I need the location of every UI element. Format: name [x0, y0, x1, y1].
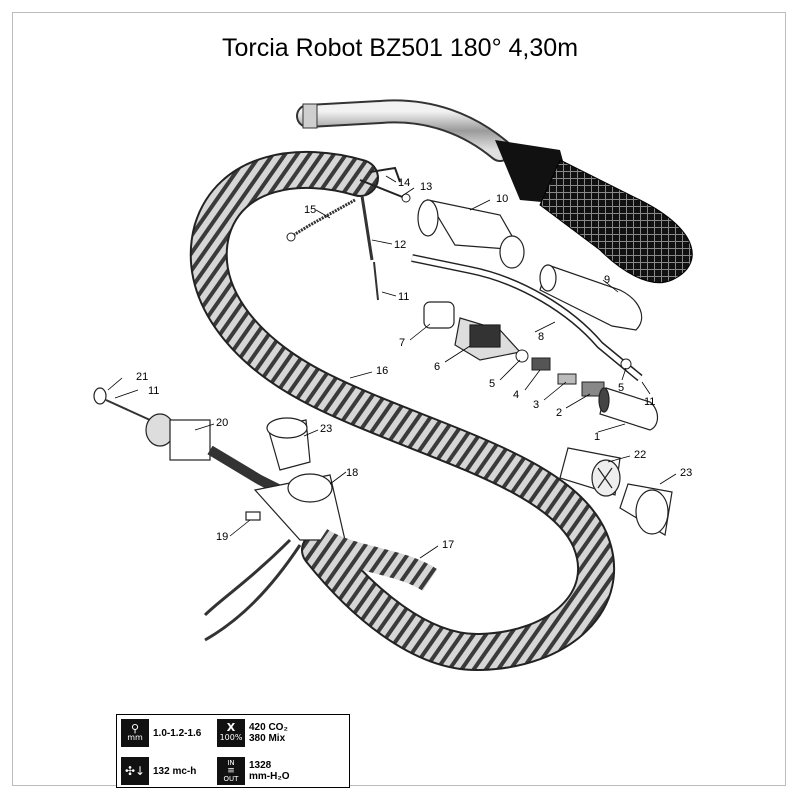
part-10-adapter [417, 199, 525, 269]
callout-17: 17 [442, 539, 454, 551]
callout-1: 1 [594, 431, 600, 443]
spec-wire-diameter-value: 1.0-1.2-1.6 [153, 727, 202, 739]
spec-table: ⚲ mm 1.0-1.2-1.6 X 100% 420 CO₂ 380 Mix … [116, 714, 350, 788]
part-7-insulator [423, 301, 455, 329]
part-23-cone-left [266, 417, 311, 471]
part-3-contact-tip [557, 373, 577, 385]
callout-5b: 5 [618, 382, 624, 394]
page-title: Torcia Robot BZ501 180° 4,30m [221, 34, 579, 62]
callout-20: 20 [216, 417, 228, 429]
callout-2: 2 [556, 407, 562, 419]
leader-lines [107, 175, 677, 559]
callout-22: 22 [634, 449, 646, 461]
callout-19: 19 [216, 531, 228, 543]
part-23-cone-right [619, 483, 673, 536]
part-9-sleeve [539, 264, 643, 331]
part-20-fitting [145, 413, 211, 461]
callout-7: 7 [399, 337, 405, 349]
callout-13: 13 [420, 181, 432, 193]
spec-duty-cycle-mix: 380 Mix [249, 733, 286, 744]
page-frame [12, 12, 786, 786]
spec-pressure: IN ≡ OUT 1328 mm-H₂O [217, 756, 290, 786]
torch-handle-grip [539, 159, 693, 284]
fan-airflow-icon: ✣↓ [121, 757, 149, 785]
callout-12: 12 [394, 239, 406, 251]
callout-11-right: 11 [644, 396, 655, 408]
spec-pressure-unit: mm-H₂O [249, 771, 290, 782]
part-21-connector [93, 387, 107, 405]
callout-21: 21 [136, 371, 148, 383]
loose-wires [203, 538, 302, 642]
part-12-wire [360, 195, 374, 261]
callout-23-left: 23 [320, 423, 332, 435]
spec-air-flow-value: 132 mc-h [153, 765, 197, 777]
callout-3: 3 [533, 399, 539, 411]
duty-cycle-icon: X 100% [217, 719, 245, 747]
spec-duty-cycle: X 100% 420 CO₂ 380 Mix [217, 718, 288, 748]
callout-10: 10 [496, 193, 508, 205]
callout-11-left: 11 [148, 385, 159, 397]
part-6-body [454, 317, 522, 361]
in-out-pressure-icon: IN ≡ OUT [217, 757, 245, 785]
callout-11-top: 11 [398, 291, 409, 303]
callout-8: 8 [538, 331, 544, 343]
part-19-screw [245, 511, 261, 521]
part-17-hose [312, 528, 438, 592]
part-14-cable [369, 166, 401, 183]
part-11-wire-top [373, 261, 379, 301]
spec-duty-cycle-co2: 420 CO₂ [249, 722, 288, 733]
part-1-nozzle [598, 387, 659, 431]
part-4-diffuser [531, 357, 551, 371]
part-13-cable [359, 179, 406, 199]
part-11-wire-left [105, 399, 151, 421]
wire-spool-icon: ⚲ mm [121, 719, 149, 747]
part-5-ring [515, 349, 529, 363]
spec-wire-diameter: ⚲ mm 1.0-1.2-1.6 [121, 718, 201, 748]
callout-15: 15 [304, 204, 316, 216]
spec-air-flow: ✣↓ 132 mc-h [121, 756, 196, 786]
callout-14: 14 [398, 177, 410, 189]
callout-18: 18 [346, 467, 358, 479]
spec-pressure-value: 1328 [249, 760, 272, 771]
callout-9: 9 [604, 274, 610, 286]
part-22-insulator [559, 447, 621, 497]
callout-23-right: 23 [680, 467, 692, 479]
callout-16: 16 [376, 365, 388, 377]
part-15-wire [291, 198, 356, 238]
callout-5: 5 [489, 378, 495, 390]
callout-6: 6 [434, 361, 440, 373]
callout-4: 4 [513, 389, 519, 401]
part-18-manifold [253, 473, 346, 541]
